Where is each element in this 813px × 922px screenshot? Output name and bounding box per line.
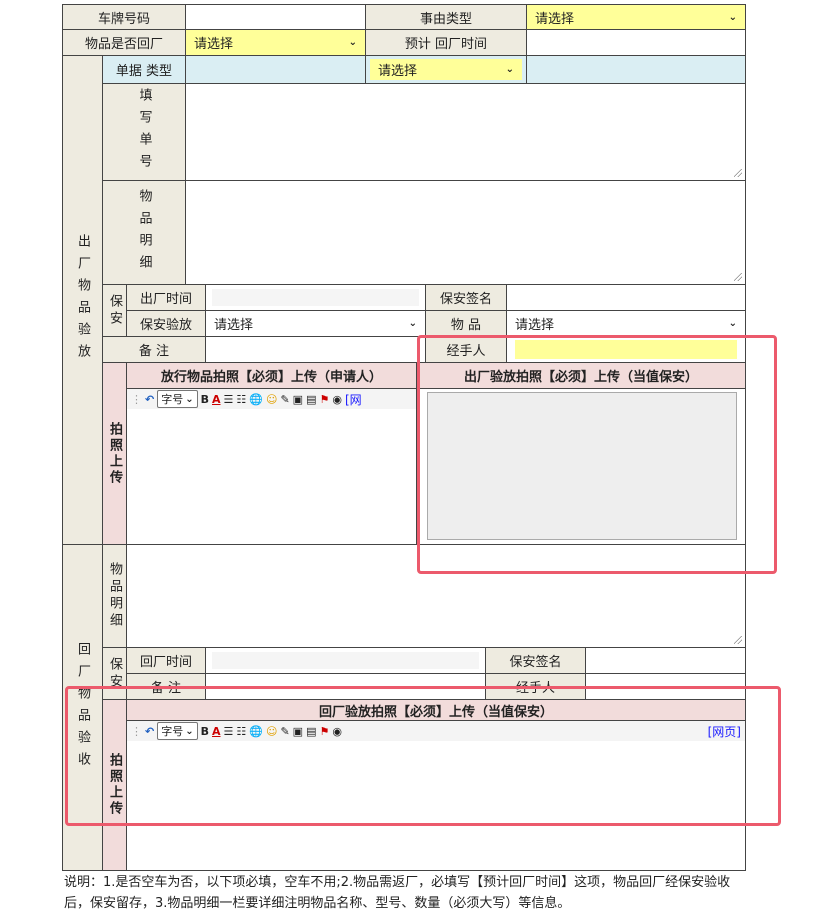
link-icon[interactable]: 🌐 xyxy=(249,724,263,738)
chevron-down-icon: ⌄ xyxy=(348,37,357,48)
bold-icon[interactable]: B xyxy=(200,724,209,738)
photo-right-cell xyxy=(416,388,746,545)
editor-toolbar: ⋮ ↶ 字号⌄ B A ☰ ☷ 🌐 ☺ ✎ ▣ ▤ ⚑ ◉ [网 xyxy=(127,389,416,409)
return-time-input[interactable] xyxy=(212,652,479,669)
return-item-detail-label: 物品明细 xyxy=(102,544,127,648)
chevron-down-icon: ⌄ xyxy=(728,318,737,329)
toolbar-grip-icon: ⋮ xyxy=(131,724,142,738)
web-link[interactable]: [网页] xyxy=(707,724,741,739)
web-link[interactable]: [网 xyxy=(344,392,362,407)
return-editor-toolbar: ⋮ ↶ 字号⌄ B A ☰ ☷ 🌐 ☺ ✎ ▣ ▤ ⚑ ◉ [网页] xyxy=(127,721,745,741)
note-text: 说明：1.是否空车为否，以下项必填，空车不用;2.物品需返厂，必填写【预计回厂时… xyxy=(64,875,731,911)
handler-label: 经手人 xyxy=(425,336,507,363)
reason-label: 事由类型 xyxy=(365,4,527,30)
fill-no-label: 填写单号 xyxy=(102,83,186,181)
doc-type-cell: 请选择⌄ xyxy=(365,55,527,84)
font-size-select[interactable]: 字号⌄ xyxy=(157,390,198,408)
resize-handle-icon[interactable] xyxy=(734,169,742,177)
return-time-cell xyxy=(205,647,486,674)
list-icon[interactable]: ☷ xyxy=(236,392,247,406)
return-photo-label: 拍照上传 xyxy=(107,753,122,817)
doc-type-select[interactable]: 请选择⌄ xyxy=(370,59,522,80)
doc-type-extra xyxy=(526,55,746,84)
item-label: 物 品 xyxy=(425,310,507,337)
plate-label: 车牌号码 xyxy=(62,4,186,30)
save-icon[interactable]: ▤ xyxy=(306,724,317,738)
font-color-icon[interactable]: A xyxy=(212,724,221,738)
resize-handle-icon[interactable] xyxy=(734,273,742,281)
security-label: 保安 xyxy=(102,284,127,337)
plate-input[interactable] xyxy=(185,4,366,30)
item-select[interactable]: 请选择⌄ xyxy=(506,310,746,337)
chevron-down-icon: ⌄ xyxy=(505,64,514,75)
edit-icon[interactable]: ✎ xyxy=(280,724,290,738)
image-icon[interactable]: ▣ xyxy=(292,724,304,738)
annotation-box-return xyxy=(65,686,781,826)
guard-check-label: 保安验放 xyxy=(126,310,206,337)
media-icon[interactable]: ◉ xyxy=(332,392,342,406)
guard-sign-label: 保安签名 xyxy=(425,284,507,311)
emoji-icon[interactable]: ☺ xyxy=(265,724,278,738)
out-time-input[interactable] xyxy=(212,289,419,306)
photo-right-upload[interactable] xyxy=(427,392,737,540)
save-icon[interactable]: ▤ xyxy=(306,392,317,406)
undo-icon[interactable]: ↶ xyxy=(145,724,155,738)
resize-handle-icon[interactable] xyxy=(734,636,742,644)
list-icon[interactable]: ☷ xyxy=(236,724,247,738)
font-color-icon[interactable]: A xyxy=(212,392,221,406)
annotation-box-out xyxy=(417,335,777,574)
media-icon[interactable]: ◉ xyxy=(332,724,342,738)
bold-icon[interactable]: B xyxy=(200,392,209,406)
return-guard-sign-label: 保安签名 xyxy=(485,647,586,674)
emoji-icon[interactable]: ☺ xyxy=(265,392,278,406)
return-label: 物品是否回厂 xyxy=(62,29,186,56)
eta-label: 预计 回厂时间 xyxy=(365,29,527,56)
out-time-cell xyxy=(205,284,426,311)
item-detail-textarea[interactable] xyxy=(185,180,746,285)
item-detail-label: 物品明细 xyxy=(102,180,186,285)
edit-icon[interactable]: ✎ xyxy=(280,392,290,406)
photo-right-header: 出厂验放拍照【必须】上传（当值保安） xyxy=(416,362,746,389)
undo-icon[interactable]: ↶ xyxy=(145,392,155,406)
guard-sign-input[interactable] xyxy=(506,284,746,311)
photo-left-header: 放行物品拍照【必须】上传（申请人） xyxy=(126,362,417,389)
doc-type-spacer xyxy=(185,55,366,84)
return-time-label: 回厂时间 xyxy=(126,647,206,674)
font-size-select[interactable]: 字号⌄ xyxy=(157,722,198,740)
return-photo-editor[interactable]: ⋮ ↶ 字号⌄ B A ☰ ☷ 🌐 ☺ ✎ ▣ ▤ ⚑ ◉ [网页] xyxy=(126,720,746,871)
eta-input[interactable] xyxy=(526,29,746,56)
doc-type-label: 单据 类型 xyxy=(102,55,186,84)
return-photo-label-cell: 拍照上传 xyxy=(102,699,127,871)
reason-select[interactable]: 请选择⌄ xyxy=(526,4,746,30)
flag-icon[interactable]: ⚑ xyxy=(319,724,330,738)
link-icon[interactable]: 🌐 xyxy=(249,392,263,406)
photo-label-cell: 拍照上传 xyxy=(102,362,127,545)
guard-check-select[interactable]: 请选择⌄ xyxy=(205,310,426,337)
out-section-title: 出厂物品验放 xyxy=(62,55,103,545)
return-guard-sign-input[interactable] xyxy=(585,647,746,674)
photo-left-editor[interactable]: ⋮ ↶ 字号⌄ B A ☰ ☷ 🌐 ☺ ✎ ▣ ▤ ⚑ ◉ [网 xyxy=(126,388,417,545)
out-time-label: 出厂时间 xyxy=(126,284,206,311)
image-icon[interactable]: ▣ xyxy=(292,392,304,406)
fill-no-textarea[interactable] xyxy=(185,83,746,181)
remark-label: 备 注 xyxy=(102,336,206,363)
handler-input[interactable] xyxy=(515,340,737,359)
return-select[interactable]: 请选择⌄ xyxy=(185,29,366,56)
align-icon[interactable]: ☰ xyxy=(223,724,234,738)
photo-label: 拍照上传 xyxy=(107,421,122,486)
toolbar-grip-icon: ⋮ xyxy=(131,392,142,406)
remark-input[interactable] xyxy=(205,336,426,363)
chevron-down-icon: ⌄ xyxy=(408,318,417,329)
flag-icon[interactable]: ⚑ xyxy=(319,392,330,406)
align-icon[interactable]: ☰ xyxy=(223,392,234,406)
chevron-down-icon: ⌄ xyxy=(728,11,737,23)
